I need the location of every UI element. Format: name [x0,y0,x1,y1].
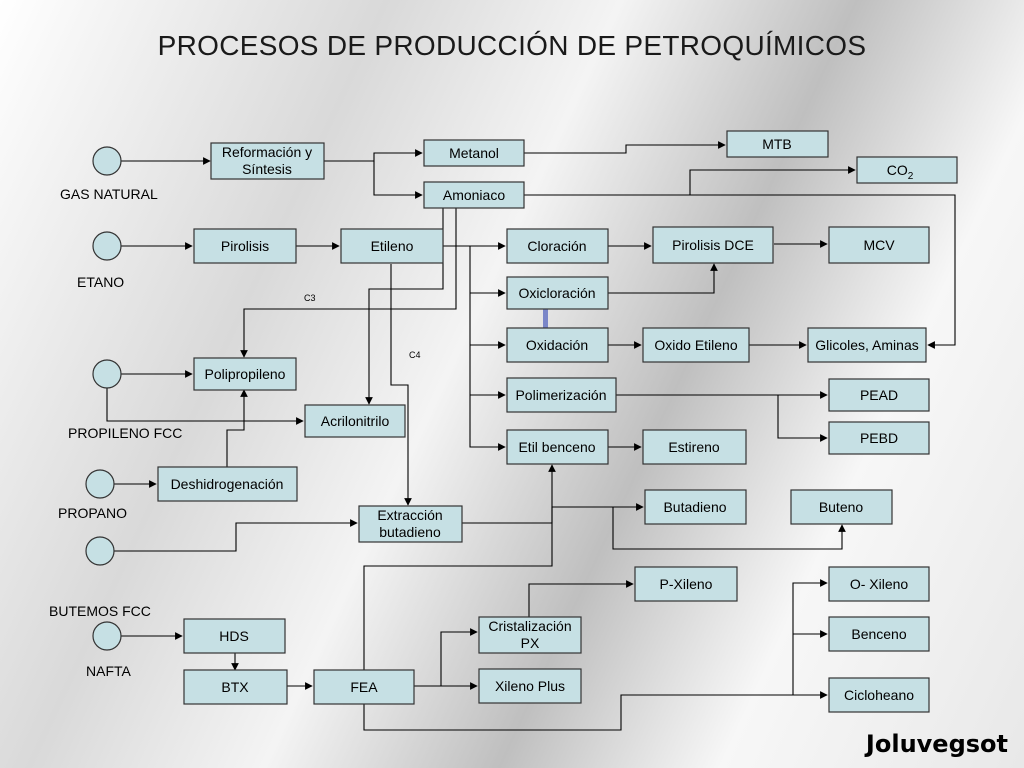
box-oxido-etileno: Oxido Etileno [642,327,750,363]
svg-text:BTX: BTX [221,679,249,695]
process-boxes: Reformación y Síntesis Metanol Amoniaco … [157,130,958,713]
svg-text:Estireno: Estireno [668,439,720,455]
svg-text:FEA: FEA [350,679,378,695]
svg-text:Polimerización: Polimerización [515,387,606,403]
svg-text:MCV: MCV [863,237,895,253]
svg-text:Butadieno: Butadieno [663,499,726,515]
box-extraccion-butadieno: Extracción butadieno [358,505,463,543]
svg-text:Amoniaco: Amoniaco [443,187,505,203]
box-polipropileno: Polipropileno [193,357,297,391]
box-glicoles: Glicoles, Aminas [807,327,927,363]
source-nafta [92,621,122,651]
svg-text:Cicloheano: Cicloheano [844,687,914,703]
source-propano [85,469,115,499]
svg-text:Polipropileno: Polipropileno [205,366,286,382]
svg-text:Síntesis: Síntesis [242,161,292,177]
svg-text:PX: PX [521,635,540,651]
svg-text:Reformación y: Reformación y [222,144,312,160]
svg-text:Acrilonitrilo: Acrilonitrilo [321,413,390,429]
box-metanol: Metanol [423,139,525,167]
svg-text:Etileno: Etileno [371,238,414,254]
svg-text:Glicoles, Aminas: Glicoles, Aminas [815,337,918,353]
highlight-marker [543,304,548,330]
box-acrilonitrilo: Acrilonitrilo [304,404,406,438]
box-hds: HDS [183,618,286,654]
svg-text:Extracción: Extracción [377,507,442,523]
svg-text:Etil benceno: Etil benceno [518,439,595,455]
box-pirolisis-dce: Pirolisis DCE [652,226,774,264]
box-buteno: Buteno [790,489,893,525]
box-pebd: PEBD [828,421,930,455]
svg-text:Deshidrogenación: Deshidrogenación [171,476,284,492]
svg-text:CO2: CO2 [887,162,914,182]
svg-text:Cristalización: Cristalización [488,618,571,634]
svg-text:PEBD: PEBD [860,430,898,446]
box-oxicloracion: Oxicloración [506,276,609,310]
svg-text:Pirolisis DCE: Pirolisis DCE [672,237,754,253]
svg-text:Xileno Plus: Xileno Plus [495,678,565,694]
label-c4: C4 [409,350,421,360]
svg-text:MTB: MTB [762,136,792,152]
source-label-propano: PROPANO [58,505,127,521]
box-xileno-plus: Xileno Plus [478,668,582,704]
source-gas-natural [92,146,122,176]
page-title: PROCESOS DE PRODUCCIÓN DE PETROQUÍMICOS [157,30,867,61]
box-etileno: Etileno [340,228,444,264]
box-butadieno: Butadieno [644,489,747,525]
box-amoniaco: Amoniaco [423,181,525,209]
svg-text:Oxido Etileno: Oxido Etileno [654,337,737,353]
box-cicloheano: Cicloheano [828,677,930,713]
source-propileno-fcc [92,359,122,389]
box-etil-benceno: Etil benceno [506,429,609,465]
svg-text:Benceno: Benceno [851,626,906,642]
watermark: Joluvegsot [865,730,1008,758]
box-estireno: Estireno [642,429,747,465]
box-reformacion: Reformación y Síntesis [210,142,325,180]
box-benceno: Benceno [828,616,930,652]
svg-text:Oxidación: Oxidación [526,337,588,353]
box-p-xileno: P-Xileno [634,566,738,602]
svg-text:Pirolisis: Pirolisis [221,238,269,254]
svg-text:Metanol: Metanol [449,145,499,161]
source-label-etano: ETANO [77,274,124,290]
source-label-propileno-fcc: PROPILENO FCC [68,425,182,441]
svg-text:O- Xileno: O- Xileno [850,576,909,592]
box-oxidacion: Oxidación [506,327,609,363]
label-c3: C3 [304,293,316,303]
box-mtb: MTB [726,130,829,158]
svg-text:Buteno: Buteno [819,499,864,515]
svg-text:PEAD: PEAD [860,387,898,403]
box-cristalizacion: Cristalización PX [478,616,582,654]
svg-text:Oxicloración: Oxicloración [518,285,595,301]
svg-text:Cloración: Cloración [527,238,586,254]
box-polimerizacion: Polimerización [506,377,617,413]
source-label-butemos-fcc: BUTEMOS FCC [49,603,151,619]
source-unlabeled [85,536,115,566]
box-btx: BTX [183,669,288,705]
svg-text:butadieno: butadieno [379,524,441,540]
box-deshidrogenacion: Deshidrogenación [157,466,298,502]
svg-text:P-Xileno: P-Xileno [660,576,713,592]
sources: GAS NATURAL ETANO PROPILENO FCC PROPANO … [49,146,182,679]
box-o-xileno: O- Xileno [828,566,930,602]
box-cloracion: Cloración [506,228,609,264]
box-pirolisis: Pirolisis [193,228,297,264]
source-etano [92,231,122,261]
box-co2: CO2 [856,156,958,184]
box-mcv: MCV [828,226,930,264]
svg-text:HDS: HDS [219,628,249,644]
box-fea: FEA [313,669,415,705]
source-label-gas-natural: GAS NATURAL [60,186,158,202]
box-pead: PEAD [828,378,930,412]
source-label-nafta: NAFTA [86,663,132,679]
